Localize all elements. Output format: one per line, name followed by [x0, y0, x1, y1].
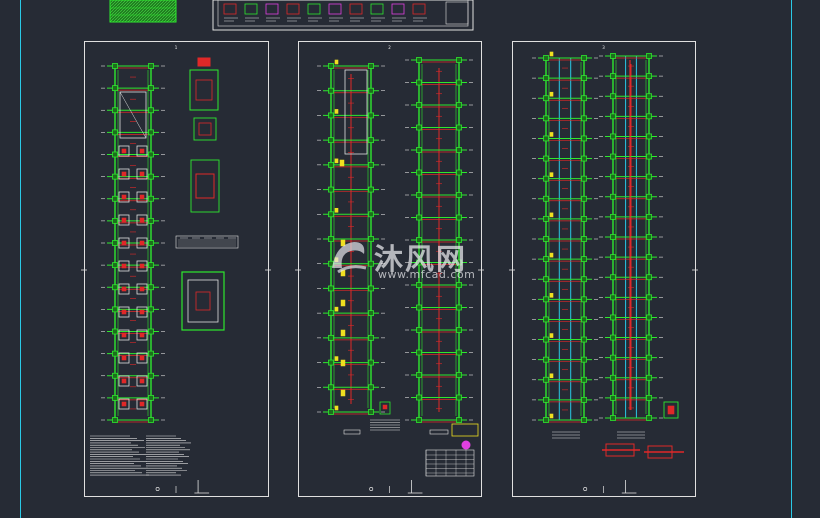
watermark-chinese-text: 沐风网	[374, 242, 468, 276]
sheet-number-label: 3	[602, 45, 605, 50]
sheet-number-label: 2	[388, 45, 391, 50]
sheet-number-label: 1	[175, 45, 178, 50]
sheet-2	[298, 41, 482, 497]
column-plan	[317, 59, 385, 415]
mfcad-logo-icon	[332, 242, 367, 274]
column-plan	[101, 63, 165, 423]
sheet-3	[512, 41, 696, 497]
top-green-sheet-fragment	[109, 0, 177, 23]
column-plan	[599, 53, 663, 421]
top-detail-sheet-fragment	[212, 0, 474, 31]
column-plan	[405, 57, 473, 423]
watermark: 沐风网 www.mfcad.com	[322, 232, 492, 288]
column-plan	[532, 51, 598, 423]
watermark-url-text: www.mfcad.com	[378, 268, 476, 281]
sheet-1	[84, 41, 269, 497]
